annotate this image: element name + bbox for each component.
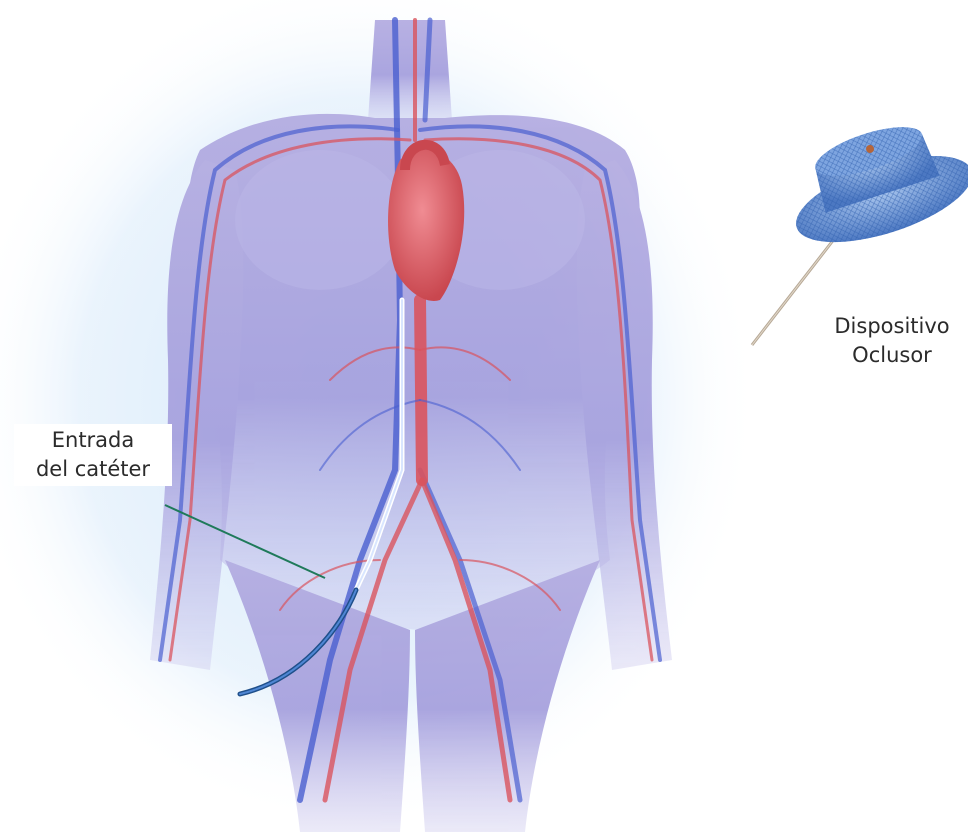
catheter-entry-label-line-1: Entrada (14, 426, 172, 455)
occluder-device-icon (752, 106, 968, 345)
occluder-device-label-line-2: Oclusor (822, 341, 962, 370)
catheter-entry-label: Entrada del catéter (14, 424, 172, 486)
occluder-device-label: Dispositivo Oclusor (822, 312, 962, 370)
catheter-entry-label-line-2: del catéter (14, 455, 172, 484)
occluder-device-label-line-1: Dispositivo (822, 312, 962, 341)
